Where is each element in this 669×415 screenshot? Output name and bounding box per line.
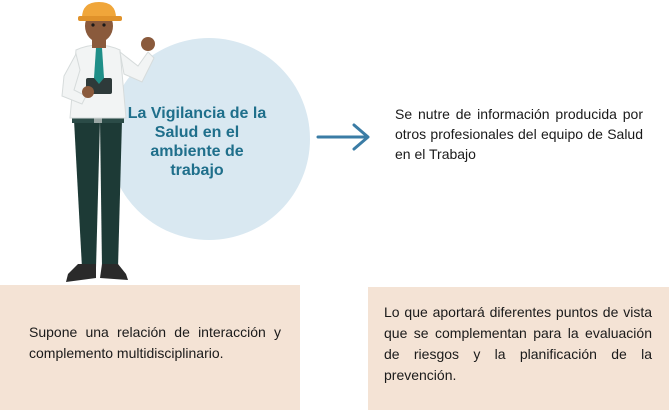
perspective-box: Lo que aportará diferentes puntos de vis… [368, 287, 669, 410]
interaction-box: Supone una relación de interacción y com… [0, 285, 300, 410]
interaction-text: Supone una relación de interacción y com… [29, 324, 281, 361]
description-text: Se nutre de información producida por ot… [395, 106, 643, 162]
center-title: La Vigilancia de la Salud en el ambiente… [127, 105, 267, 179]
worker-illustration [61, 2, 155, 282]
perspective-text: Lo que aportará diferentes puntos de vis… [384, 304, 652, 383]
arrow-right-icon [316, 123, 370, 151]
